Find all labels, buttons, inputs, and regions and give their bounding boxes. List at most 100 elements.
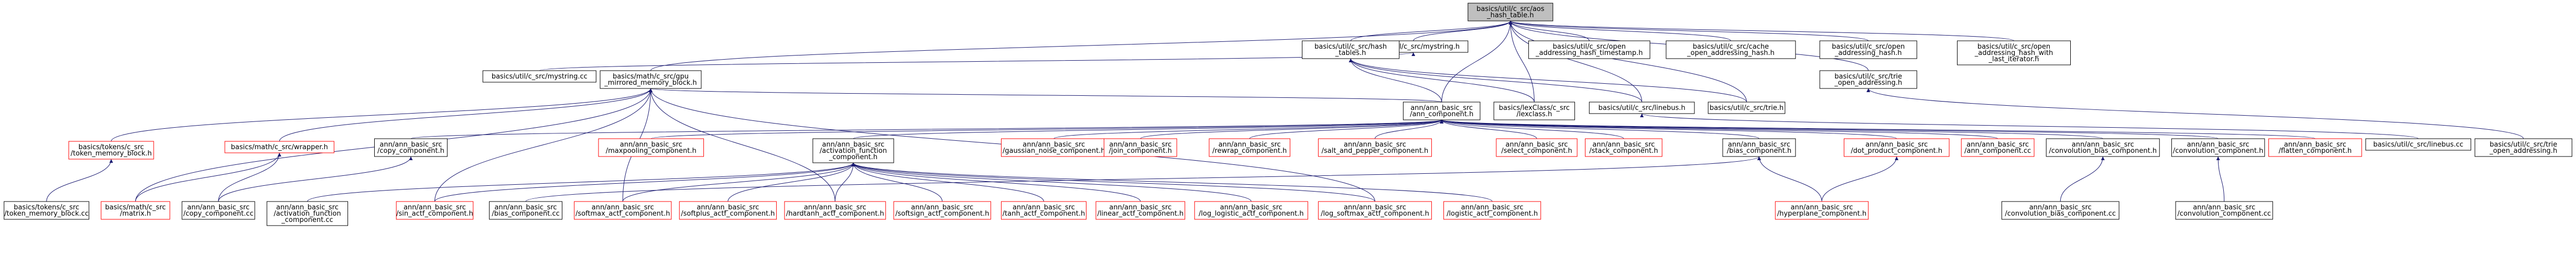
node-trie_oa_h[interactable]: basics/util/c_src/trie_open_addressing.h: [1819, 70, 1917, 89]
node-box: [679, 201, 777, 220]
node-wrapper_h[interactable]: basics/math/c_src/wrapper.h: [224, 141, 334, 153]
node-label: /salt_and_pepper_component.h: [1321, 147, 1428, 155]
node-bias_component_cc[interactable]: ann/ann_basic_src/bias_component.cc: [489, 201, 563, 220]
node-log_softmax_actf_component_h[interactable]: ann/ann_basic_src/log_softmax_actf_compo…: [1318, 201, 1432, 220]
node-bias_component_h[interactable]: ann/ann_basic_src/bias_component.h: [1722, 138, 1796, 157]
node-trie_oa_trie_h[interactable]: basics/util/c_src/trie_open_addressing.h: [2474, 138, 2572, 157]
edge-copy_component_cc-to-copy_component_h: [218, 156, 413, 202]
edge-log_logistic_actf_component_h-to-activation_function_component_h: [851, 162, 1252, 202]
node-mystring_cc[interactable]: basics/util/c_src/mystring.cc: [482, 70, 596, 83]
node-label: /gaussian_noise_component.h: [1003, 147, 1105, 155]
node-rewrap_component_h[interactable]: ann/ann_basic_src/rewrap_component.h: [1209, 138, 1290, 157]
node-logistic_actf_component_h[interactable]: ann/ann_basic_src/logistic_actf_componen…: [1443, 201, 1541, 220]
node-label: ann/ann_basic_src: [404, 204, 466, 211]
node-box: [2046, 138, 2160, 157]
node-copy_component_cc[interactable]: ann/ann_basic_src/copy_component.cc: [181, 201, 255, 220]
node-convolution_component_h[interactable]: ann/ann_basic_src/convolution_component.…: [2171, 138, 2265, 157]
node-label: /token_memory_block.h: [71, 150, 152, 158]
edge-mystring_cc-to-mystring_h: [539, 52, 1415, 71]
node-label: ann/ann_basic_src: [276, 204, 339, 211]
node-label: /softplus_actf_component.h: [681, 210, 775, 218]
node-gpu_mm_block_h[interactable]: basics/math/c_src/gpu_mirrored_memory_bl…: [600, 70, 702, 89]
node-linebus_h[interactable]: basics/util/c_src/linebus.h: [1589, 102, 1695, 114]
node-salt_and_pepper_component_h[interactable]: ann/ann_basic_src/salt_and_pepper_compon…: [1318, 138, 1432, 157]
node-sin_actf_component_h[interactable]: ann/ann_basic_src/sin_actf_component.h: [396, 201, 474, 220]
edge-ann_component_cc-to-ann_component_h: [1440, 119, 1998, 139]
node-box: [1318, 138, 1432, 157]
node-matrix_h[interactable]: basics/math/c_src/matrix.h: [101, 201, 170, 220]
node-box: [1666, 40, 1796, 59]
edge-wrapper_h-to-gpu_mm_block_h: [279, 88, 653, 142]
node-label: /dot_product_component.h: [1851, 147, 1942, 155]
node-linear_actf_component_h[interactable]: ann/ann_basic_src/linear_actf_component.…: [1095, 201, 1186, 220]
node-convolution_bias_component_h[interactable]: ann/ann_basic_src/convolution_bias_compo…: [2046, 138, 2160, 157]
node-linebus_cc[interactable]: basics/util/c_src/linebus.cc: [2365, 138, 2471, 151]
node-copy_component_h[interactable]: ann/ann_basic_src/copy_component.h: [374, 138, 448, 157]
node-softsign_actf_component_h[interactable]: ann/ann_basic_src/softsign_actf_componen…: [893, 201, 991, 220]
node-activation_function_component_h[interactable]: ann/ann_basic_src/activation_function_co…: [812, 138, 894, 163]
node-label: /tanh_actf_component.h: [1003, 210, 1085, 218]
node-softplus_actf_component_h[interactable]: ann/ann_basic_src/softplus_actf_componen…: [679, 201, 777, 220]
node-box: [181, 201, 255, 220]
node-box: [1468, 3, 1553, 21]
node-label: _component.cc: [281, 216, 333, 224]
node-label: ann/ann_basic_src: [187, 204, 249, 211]
node-box: [266, 201, 349, 226]
edge-bias_component_h-to-ann_component_h: [1440, 119, 1759, 139]
node-label: /softsign_actf_component.h: [895, 210, 989, 218]
node-select_component_h[interactable]: ann/ann_basic_src/select_component.h: [1496, 138, 1578, 157]
node-box: [224, 141, 334, 153]
node-label: /convolution_component.h: [2173, 147, 2264, 155]
node-oa_hash_h[interactable]: basics/util/c_src/open_addressing_hash.h: [1819, 40, 1917, 59]
node-convolution_component_cc[interactable]: ann/ann_basic_src/convolution_component.…: [2175, 201, 2273, 220]
node-root[interactable]: basics/util/c_src/aos_hash_table.h: [1468, 3, 1553, 21]
node-box: [1095, 201, 1186, 220]
node-flatten_component_h[interactable]: ann/ann_basic_src/flatten_component.h: [2268, 138, 2362, 157]
node-oa_last_iterator_h[interactable]: basics/util/c_src/open_addressing_hash_w…: [1957, 40, 2071, 65]
node-box: [1302, 40, 1400, 59]
node-convolution_bias_component_cc[interactable]: ann/ann_basic_src/convolution_bias_compo…: [2001, 201, 2120, 220]
node-label: ann/ann_basic_src: [822, 141, 885, 149]
node-label: /hyperplane_component.h: [1777, 210, 1866, 218]
node-join_component_h[interactable]: ann/ann_basic_src/join_component.h: [1103, 138, 1177, 157]
node-label: /select_component.h: [1501, 147, 1572, 155]
edge-linebus_h-to-root: [1508, 20, 1643, 103]
edge-toolbox_lexclass_h-to-root: [1508, 20, 1535, 103]
node-box: [68, 141, 154, 160]
node-label: _addressing_hash.h: [1834, 49, 1902, 57]
node-dot_product_component_h[interactable]: ann/ann_basic_src/dot_product_component.…: [1843, 138, 1950, 157]
node-toolbox_lexclass_h[interactable]: basics/lexClass/c_src/lexclass.h: [1493, 102, 1575, 120]
edge-trie_h-to-hash_tables_h: [1349, 58, 1747, 103]
node-ann_component_h[interactable]: ann/ann_basic_src/ann_component.h: [1403, 102, 1481, 120]
node-cache_oa_hash_h[interactable]: basics/util/c_src/cache_open_addressing_…: [1666, 40, 1796, 59]
node-box: [1001, 201, 1086, 220]
node-activation_function_component_cc[interactable]: ann/ann_basic_src/activation_function_co…: [266, 201, 349, 226]
node-box: [1194, 201, 1308, 220]
node-label: /token_memory_block.cc: [4, 210, 89, 218]
edge-select_component_h-to-ann_component_h: [1440, 119, 1537, 139]
node-stack_component_h[interactable]: ann/ann_basic_src/stack_component.h: [1585, 138, 1662, 157]
edge-softplus_actf_component_h-to-activation_function_component_h: [727, 162, 855, 202]
node-label: ann/ann_basic_src: [2187, 141, 2249, 149]
node-box: [574, 201, 672, 220]
edge-salt_and_pepper_component_h-to-ann_component_h: [1374, 119, 1444, 139]
node-gaussian_noise_component_h[interactable]: ann/ann_basic_src/gaussian_noise_compone…: [1001, 138, 1107, 157]
node-trie_h[interactable]: basics/util/c_src/trie.h: [1708, 102, 1786, 114]
node-hash_tables_h[interactable]: basics/util/c_src/hash_tables.h: [1302, 40, 1400, 59]
node-tanh_actf_component_h[interactable]: ann/ann_basic_src/tanh_actf_component.h: [1001, 201, 1086, 220]
node-log_logistic_actf_component_h[interactable]: ann/ann_basic_src/log_logistic_actf_comp…: [1194, 201, 1308, 220]
node-label: basics/util/c_src/linebus.cc: [2373, 141, 2463, 149]
node-label: _open_addressing.h: [1834, 79, 1902, 87]
node-token_memory_block_cc[interactable]: basics/tokens/c_src/token_memory_block.c…: [4, 201, 90, 220]
node-hardtanh_actf_component_h[interactable]: ann/ann_basic_src/hardtanh_actf_componen…: [784, 201, 886, 220]
node-maxpooling_component_h[interactable]: ann/ann_basic_src/maxpooling_component.h: [598, 138, 704, 157]
node-oa_timestamp_h[interactable]: basics/util/c_src/open_addressing_hash_t…: [1528, 40, 1650, 59]
node-label: basics/util/c_src/trie.h: [1710, 104, 1784, 112]
node-label: /linear_actf_component.h: [1097, 210, 1183, 218]
node-box: [598, 138, 704, 157]
node-hyperplane_component_h[interactable]: ann/ann_basic_src/hyperplane_component.h: [1775, 201, 1869, 220]
node-token_memory_block_h[interactable]: basics/tokens/c_src/token_memory_block.h: [68, 141, 154, 160]
node-ann_component_cc[interactable]: ann/ann_basic_src/ann_component.cc: [1961, 138, 2035, 157]
node-softmax_actf_component_h[interactable]: ann/ann_basic_src/softmax_actf_component…: [574, 201, 672, 220]
node-box: [1318, 201, 1432, 220]
